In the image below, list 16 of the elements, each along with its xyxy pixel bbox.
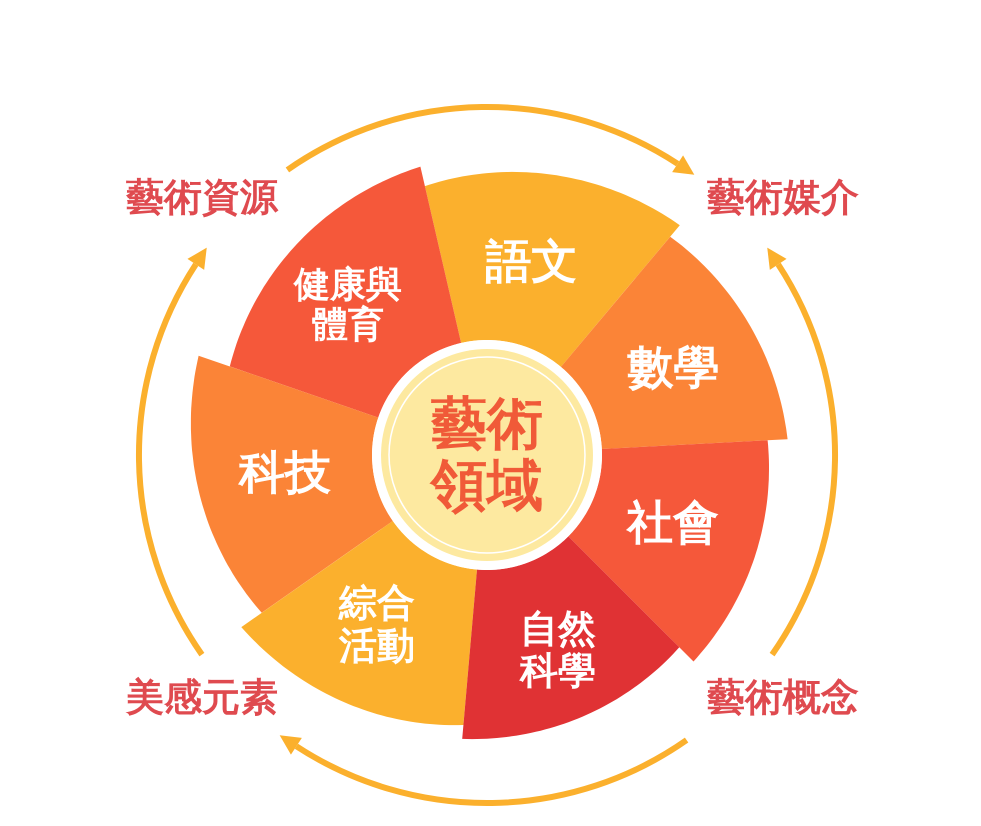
- segment-label: 自然科學: [518, 606, 597, 692]
- stage-label: 藝術資源: [124, 176, 280, 220]
- segment-label: 社會: [625, 496, 720, 548]
- curved-arrow: [136, 247, 206, 656]
- segment-label: 健康與體育: [292, 265, 403, 346]
- center-title: 藝術領域: [428, 393, 544, 517]
- segment-label: 數學: [626, 342, 721, 394]
- stage-label: 美感元素: [124, 676, 280, 720]
- curved-arrow: [286, 104, 695, 174]
- segment-label: 科技: [237, 446, 332, 498]
- curved-arrow: [279, 736, 688, 806]
- segment-label: 語文: [484, 236, 579, 288]
- curved-arrow: [768, 247, 838, 656]
- stage-label: 藝術概念: [705, 676, 861, 720]
- segment-label: 綜合活動: [337, 582, 416, 667]
- stage-label: 藝術媒介: [705, 176, 861, 220]
